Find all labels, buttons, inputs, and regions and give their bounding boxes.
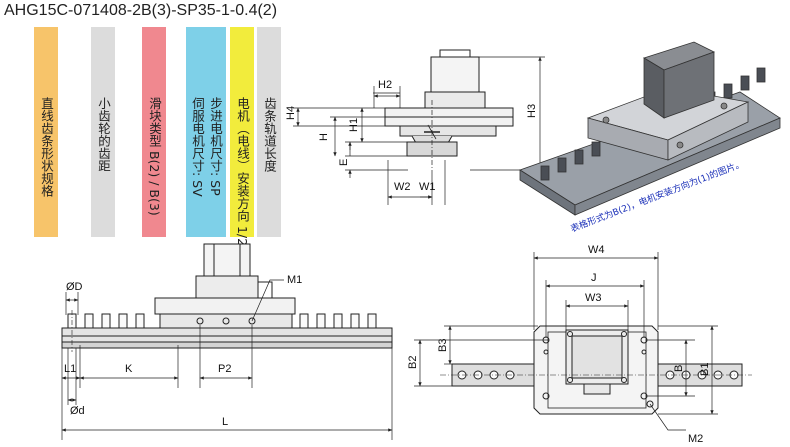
dim-label-l: L bbox=[222, 416, 228, 428]
dim-label-b: B bbox=[673, 365, 685, 372]
dim-label-b3: B3 bbox=[437, 339, 449, 352]
dim-label-m2: M2 bbox=[688, 433, 703, 445]
side-rack-rail bbox=[61, 327, 393, 343]
legend-bar-mount-direction: 电机（电线）安装方向 1/2/3/4 bbox=[230, 27, 254, 270]
dim-label-b1: B1 bbox=[699, 363, 711, 376]
side-view-dimensions bbox=[61, 279, 393, 440]
dim-label-h: H bbox=[318, 133, 330, 141]
dim-label-w2: W2 bbox=[394, 181, 411, 193]
legend-pinion-pitch: 小齿轮的齿距 bbox=[96, 97, 111, 172]
legend-stepper-size: 步进电机尺寸: SP bbox=[208, 97, 223, 196]
dim-label-k: K bbox=[125, 363, 133, 375]
dim-label-w4: W4 bbox=[588, 244, 605, 256]
dim-label-h1: H1 bbox=[348, 118, 360, 132]
dim-label-od: ØD bbox=[66, 281, 83, 293]
legend-slider-type: 滑块类型 B(2) / B(3) bbox=[147, 97, 162, 216]
top-view bbox=[440, 325, 752, 415]
side-slider-plate bbox=[154, 297, 296, 315]
dim-label-b2: B2 bbox=[407, 356, 419, 369]
legend-rail-length: 齿条轨道长度 bbox=[262, 97, 277, 172]
dim-label-w1: W1 bbox=[419, 181, 436, 193]
model-code: AHG15C-071408-2B(3)-SP35-1-0.4(2) bbox=[4, 2, 278, 19]
legend-bar-rack-spec: 直线齿条形状规格 bbox=[34, 27, 58, 237]
dim-label-j: J bbox=[591, 272, 597, 284]
dim-label-e: E bbox=[338, 159, 350, 166]
legend-servo-size: 伺服电机尺寸: SV bbox=[190, 97, 205, 197]
legend-rack-spec: 直线齿条形状规格 bbox=[39, 97, 54, 197]
dim-label-h4: H4 bbox=[285, 106, 297, 120]
isometric-product-view bbox=[519, 41, 781, 216]
legend-bar-rail-length: 齿条轨道长度 bbox=[257, 27, 281, 237]
dim-label-p2: P2 bbox=[218, 363, 231, 375]
side-cable bbox=[258, 281, 273, 304]
dim-label-od-small: Ød bbox=[70, 405, 85, 417]
legend-bar-slider-type: 滑块类型 B(2) / B(3) bbox=[142, 27, 166, 237]
dim-label-m1: M1 bbox=[287, 274, 302, 286]
dim-label-h3: H3 bbox=[526, 104, 538, 118]
top-view-dimensions bbox=[414, 252, 718, 431]
legend-bar-pinion-pitch: 小齿轮的齿距 bbox=[91, 27, 115, 237]
dim-label-h2: H2 bbox=[378, 79, 392, 91]
legend-mount-direction: 电机（电线）安装方向 1/2/3/4 bbox=[235, 97, 250, 271]
legend-bar-motor-size: 伺服电机尺寸: SV 步进电机尺寸: SP bbox=[186, 27, 226, 237]
dim-label-w3: W3 bbox=[585, 292, 602, 304]
dim-label-l1: L1 bbox=[64, 363, 76, 375]
side-view bbox=[61, 243, 393, 352]
front-view bbox=[384, 49, 514, 170]
